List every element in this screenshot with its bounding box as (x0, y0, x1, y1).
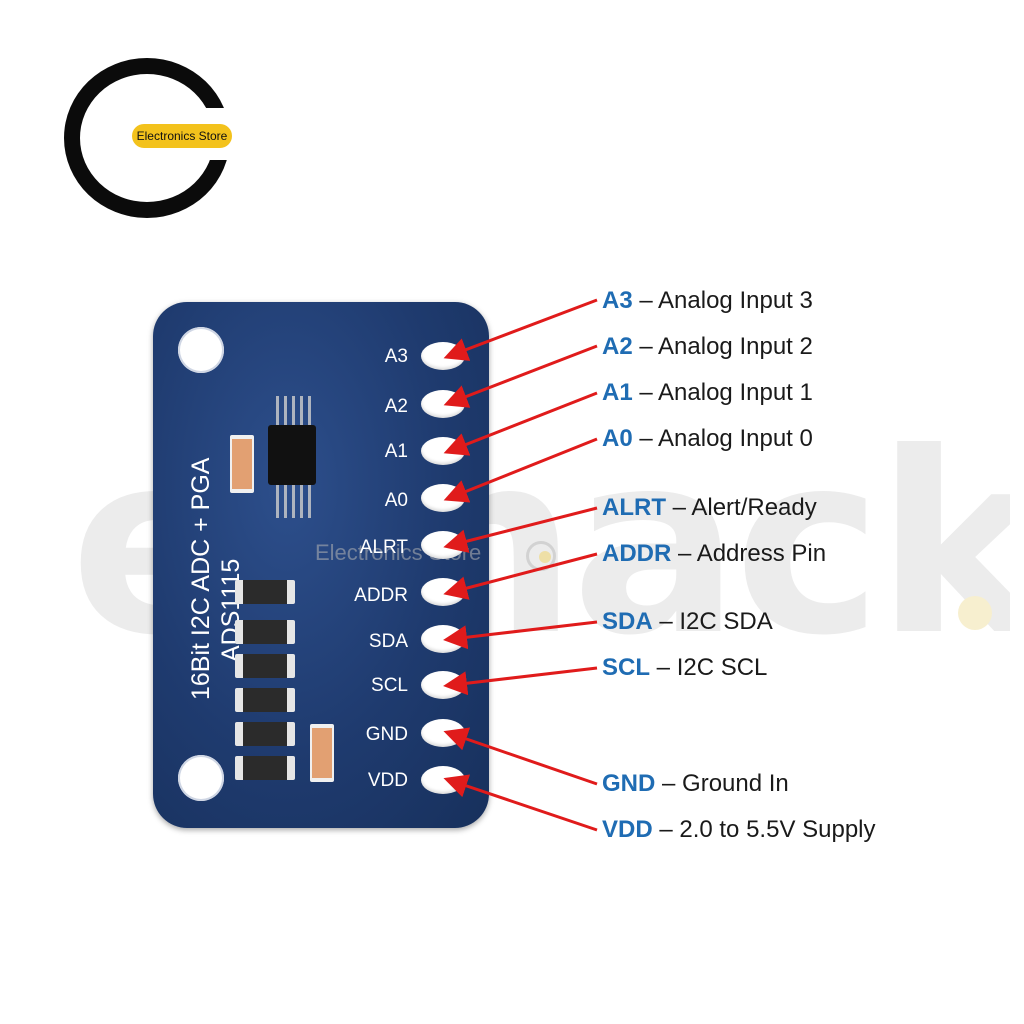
pin-desc-text: – 2.0 to 5.5V Supply (659, 816, 876, 843)
pin-desc-name: SCL (602, 654, 650, 681)
pin-desc-text: – Analog Input 2 (639, 333, 813, 360)
resistor-icon (235, 580, 295, 604)
pin-desc-name: A0 (602, 425, 633, 452)
chip-pin-icon (292, 484, 295, 518)
pin-desc-a1: A1 – Analog Input 1 (602, 379, 813, 407)
chip-pin-icon (276, 484, 279, 518)
pin-desc-name: GND (602, 770, 656, 797)
pin-desc-text: – I2C SCL (656, 654, 768, 681)
pin-label-addr: ADDR (354, 585, 408, 606)
pin-desc-name: A3 (602, 287, 633, 314)
arrow-scl (443, 666, 598, 696)
resistor-icon (235, 688, 295, 712)
resistor-icon (235, 756, 295, 780)
chip-pin-icon (284, 396, 287, 430)
resistor-icon (235, 654, 295, 678)
pin-label-a1: A1 (384, 441, 408, 462)
chip-pin-icon (276, 396, 279, 430)
pin-label-a3: A3 (384, 346, 408, 367)
pin-desc-sda: SDA – I2C SDA (602, 608, 773, 636)
arrow-a2 (443, 344, 598, 408)
logo-text: Electronics Store (130, 122, 234, 150)
pin-desc-a0: A0 – Analog Input 0 (602, 425, 813, 453)
watermark-dot (958, 596, 992, 630)
pin-label-gnd: GND (365, 724, 408, 745)
mounting-hole-top (178, 327, 224, 373)
capacitor-icon (230, 435, 254, 493)
chip-pin-icon (300, 484, 303, 518)
pin-desc-text: – Ground In (662, 770, 789, 797)
pin-desc-text: – Analog Input 1 (639, 379, 813, 406)
pin-desc-name: A2 (602, 333, 633, 360)
pin-desc-alrt: ALRT – Alert/Ready (602, 494, 817, 522)
pin-desc-addr: ADDR – Address Pin (602, 540, 826, 568)
pin-label-vdd: VDD (367, 770, 408, 791)
pin-desc-text: – I2C SDA (659, 608, 773, 635)
pin-desc-name: VDD (602, 816, 653, 843)
resistor-icon (235, 620, 295, 644)
arrow-a3 (443, 298, 598, 361)
arrow-a0 (443, 437, 598, 503)
pin-desc-text: – Alert/Ready (672, 494, 817, 521)
arrow-addr (443, 552, 598, 600)
pin-desc-scl: SCL – I2C SCL (602, 654, 767, 682)
arrow-sda (443, 620, 598, 650)
arrow-gnd (443, 727, 598, 786)
adc-chip-icon (268, 425, 316, 485)
chip-pin-icon (308, 396, 311, 430)
pin-desc-name: ADDR (602, 540, 672, 567)
pin-label-sda: SDA (368, 631, 408, 652)
capacitor-icon (310, 724, 334, 782)
resistor-icon (235, 722, 295, 746)
pin-desc-gnd: GND – Ground In (602, 770, 789, 798)
chip-pin-icon (300, 396, 303, 430)
chip-pin-icon (292, 396, 295, 430)
arrow-alrt (443, 506, 598, 553)
pin-label-scl: SCL (371, 675, 408, 696)
pin-desc-a2: A2 – Analog Input 2 (602, 333, 813, 361)
pin-desc-vdd: VDD – 2.0 to 5.5V Supply (602, 816, 876, 844)
arrow-a1 (443, 391, 598, 456)
mounting-hole-bottom (178, 755, 224, 801)
pin-desc-a3: A3 – Analog Input 3 (602, 287, 813, 315)
watermark-small-logo-dot (539, 551, 551, 563)
pin-desc-text: – Address Pin (678, 540, 827, 567)
arrow-vdd (443, 774, 598, 832)
pin-label-a2: A2 (384, 396, 408, 417)
pin-desc-text: – Analog Input 3 (639, 287, 813, 314)
pin-desc-text: – Analog Input 0 (639, 425, 813, 452)
pin-desc-name: A1 (602, 379, 633, 406)
pin-desc-name: ALRT (602, 494, 666, 521)
pin-label-a0: A0 (384, 490, 408, 511)
chip-pin-icon (284, 484, 287, 518)
pin-desc-name: SDA (602, 608, 653, 635)
chip-pin-icon (308, 484, 311, 518)
pin-label-alrt: ALRT (359, 537, 408, 558)
